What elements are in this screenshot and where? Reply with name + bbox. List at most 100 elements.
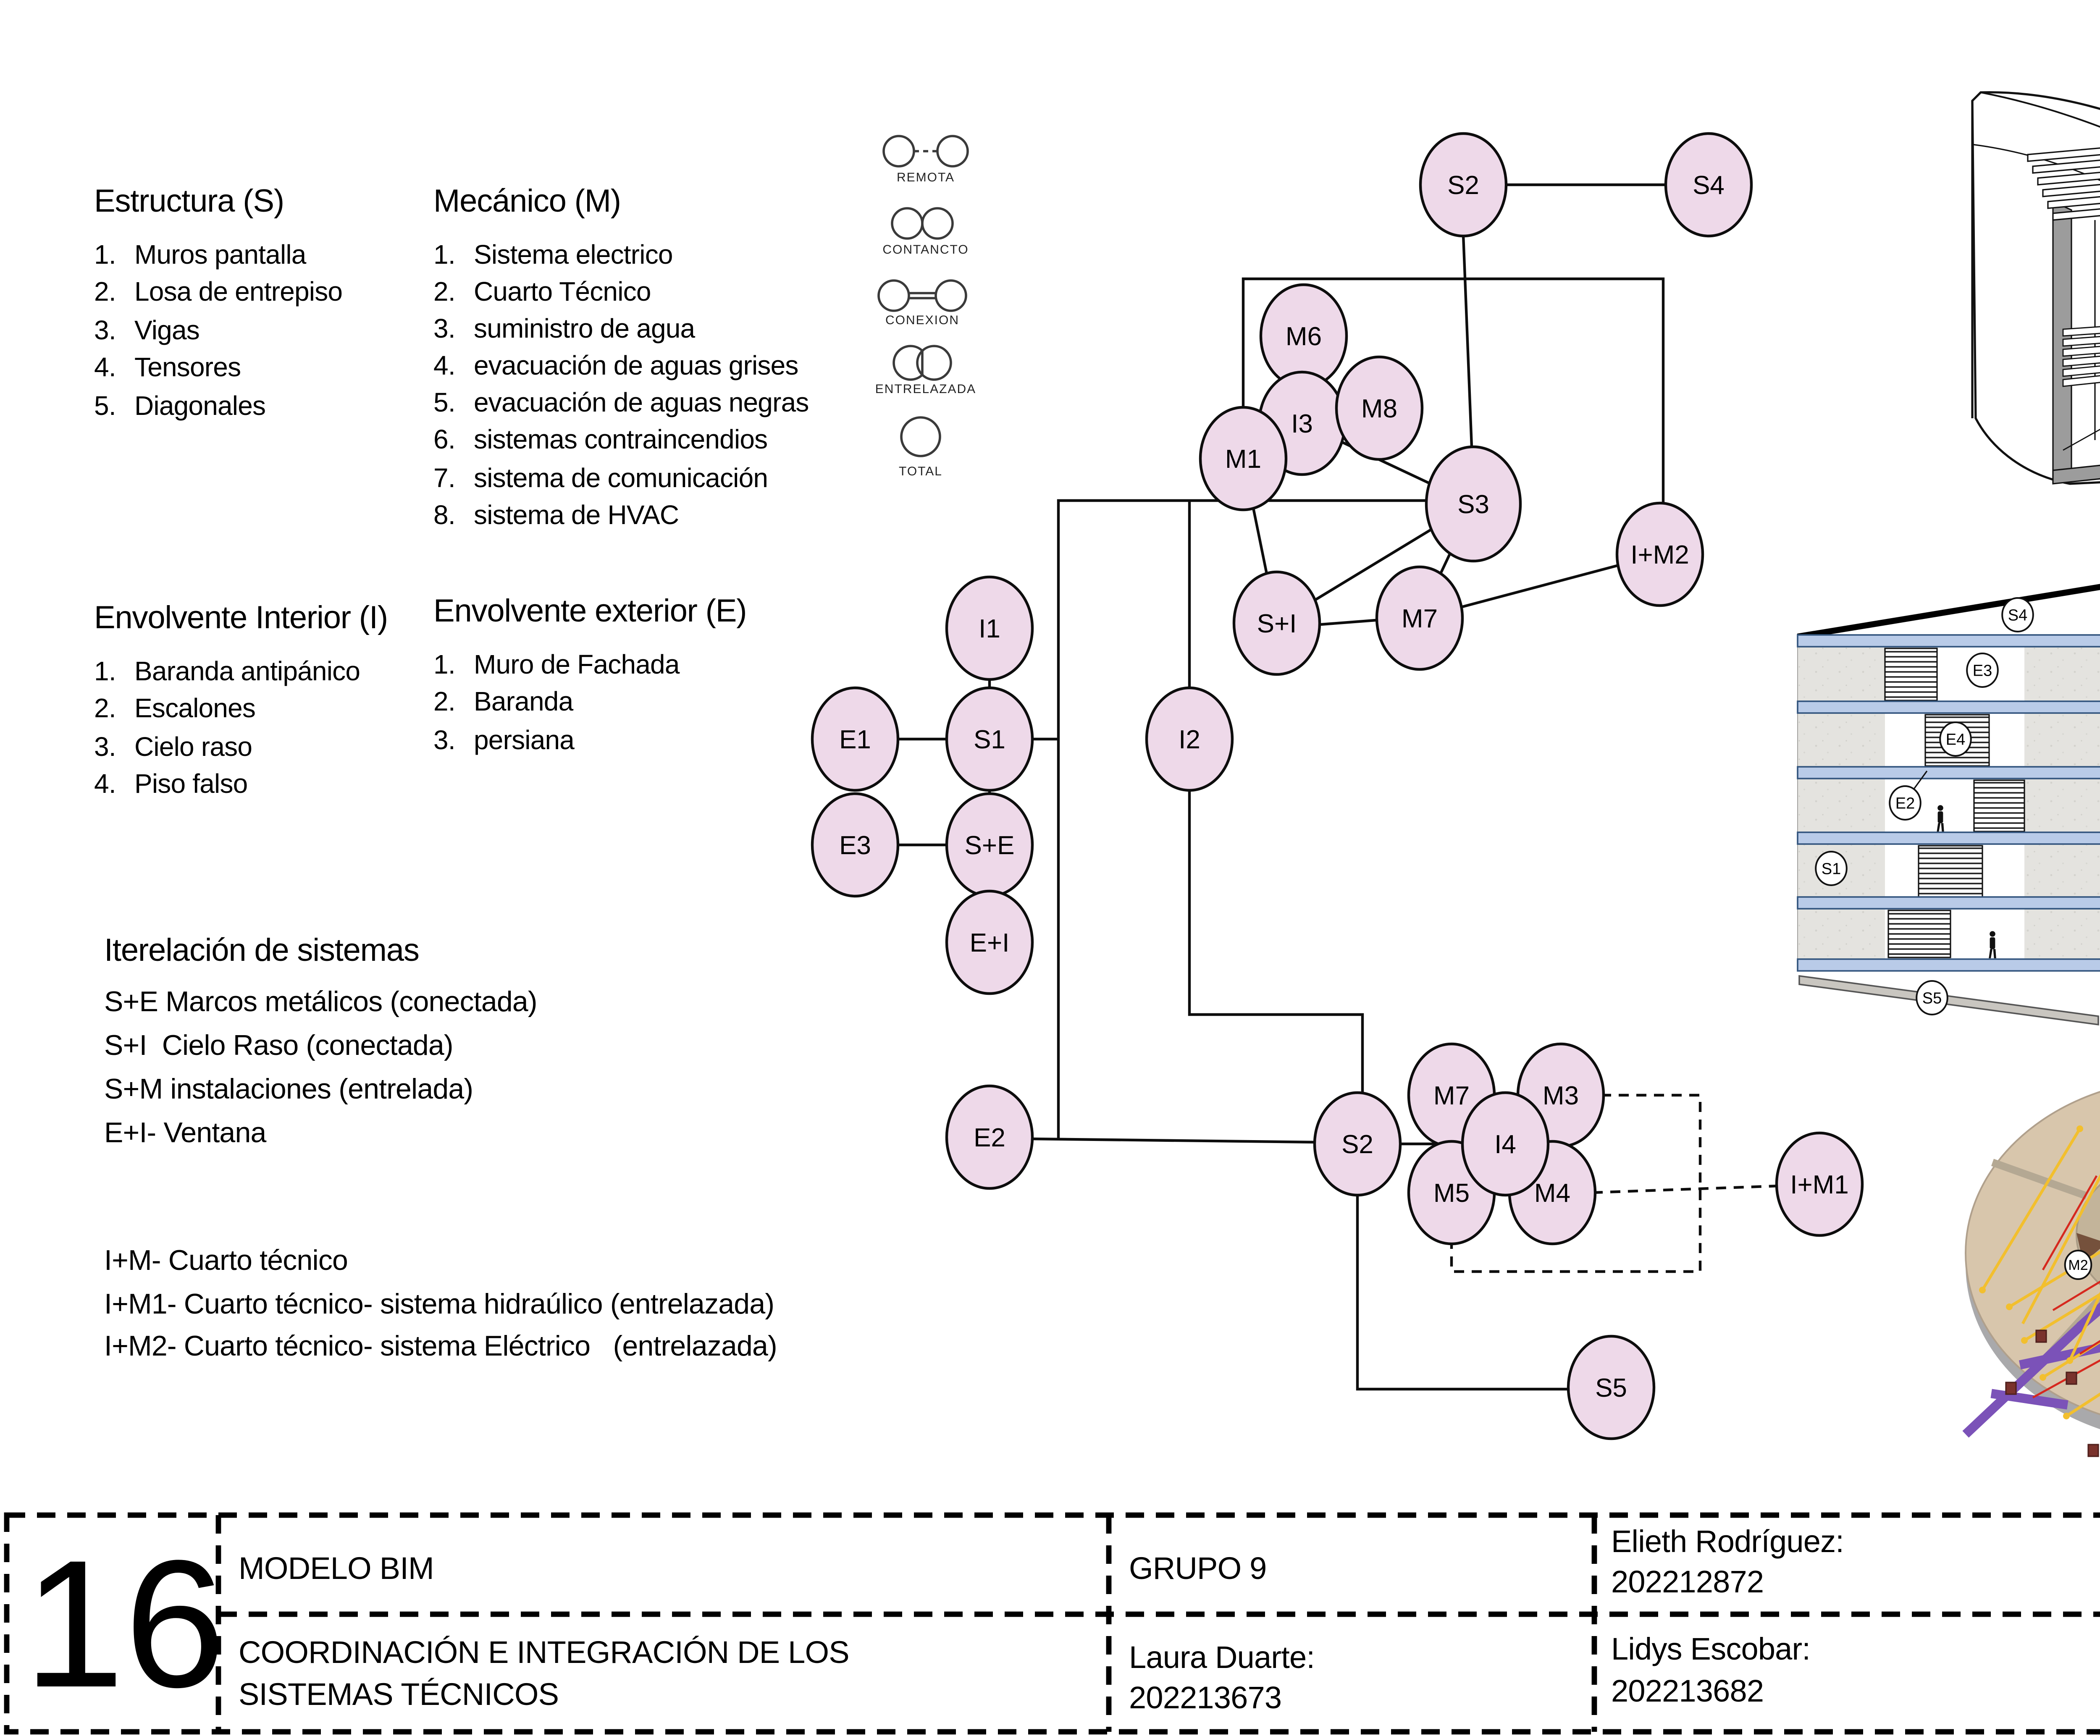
list-item: evacuación de aguas negras — [474, 390, 809, 419]
list-item: Muro de Fachada — [474, 652, 680, 680]
sheet-number: 16 — [24, 1522, 226, 1725]
svg-text:E4: E4 — [1946, 731, 1965, 749]
diagram-node-S4: S4 — [1664, 132, 1753, 238]
legend-label: CONTANCTO — [882, 243, 969, 257]
envolvente-interior-title: Envolvente Interior (I) — [94, 601, 388, 637]
diagram-node-label: S3 — [1457, 490, 1489, 519]
diagram-edge-dashed — [1450, 1094, 1702, 1273]
member1-id: 202213673 — [1129, 1680, 1282, 1715]
svg-text:S4: S4 — [2008, 607, 2027, 624]
svg-text:M2: M2 — [2068, 1257, 2088, 1273]
list-item: Piso falso — [134, 771, 248, 800]
diagram-node-S2-bottom: S2 — [1313, 1091, 1402, 1197]
diagram-node-label: S+E — [965, 831, 1015, 860]
list-item: persiana — [474, 727, 575, 756]
legend-label: ENTRELAZADA — [875, 382, 976, 396]
diagram-node-label: I1 — [979, 614, 1000, 643]
diagram-node-M8: M8 — [1335, 355, 1424, 461]
diagram-edge — [1031, 1137, 1318, 1144]
diagram-node-label: I+M1 — [1790, 1170, 1849, 1199]
list-item: Sistema electrico — [474, 242, 673, 270]
list-item: Diagonales — [134, 392, 266, 421]
diagram-node-label: S1 — [974, 725, 1005, 754]
im-notes: I+M- Cuarto técnico I+M1- Cuarto técnico… — [104, 1240, 777, 1369]
diagram-node-E-I: E+I — [945, 889, 1034, 995]
diagram-edge — [1315, 618, 1381, 627]
label-circle-E2: E2 — [1889, 785, 1922, 821]
diagram-node-S3: S3 — [1425, 445, 1522, 563]
label-circle-S4: S4 — [2001, 597, 2034, 632]
legend-label: TOTAL — [899, 464, 942, 478]
list-item: Baranda antipánico — [134, 658, 360, 687]
legend-label: CONEXION — [885, 313, 959, 327]
interrelation-line: S+E Marcos metálicos (conectada) — [104, 986, 538, 1018]
diagram-node-label: M5 — [1433, 1179, 1470, 1208]
list-item: Cielo raso — [134, 734, 252, 763]
diagram-node-I-M1: I+M1 — [1775, 1131, 1864, 1237]
legend-entrelazada-icon — [892, 345, 952, 381]
diagram-node-label: E2 — [974, 1123, 1005, 1152]
interrelation-line: S+M instalaciones (entrelada) — [104, 1073, 473, 1105]
diagram-node-label: M7 — [1433, 1081, 1470, 1110]
estructura-list: Estructura (S) Muros pantalla Losa de en… — [94, 185, 343, 427]
list-item: sistemas contraincendios — [474, 427, 768, 456]
svg-text:S5: S5 — [1922, 990, 1942, 1007]
legend-total-icon — [900, 416, 941, 457]
legend-contacto-icon — [891, 207, 954, 240]
diagram-node-label: I+M2 — [1630, 540, 1689, 569]
diagram-node-E1: E1 — [811, 686, 900, 792]
diagram-node-E2: E2 — [945, 1084, 1034, 1190]
list-item: sistema de HVAC — [474, 501, 679, 530]
interrelation-title: Iterelación de sistemas — [104, 934, 420, 969]
diagram-node-label: M6 — [1286, 322, 1322, 351]
diagram-node-label: M7 — [1402, 604, 1438, 633]
im-note-line: I+M2- Cuarto técnico- sistema Eléctrico … — [104, 1331, 777, 1363]
svg-text:S1: S1 — [1822, 860, 1841, 878]
member3-name: Lidys Escobar: — [1611, 1631, 1811, 1666]
list-item: sistema de comunicación — [474, 464, 768, 493]
circular-plan-render: M2M2M2M2 — [1962, 1091, 2100, 1457]
project-name: MODELO BIM — [239, 1550, 434, 1586]
diagram-edge — [1057, 499, 1428, 1139]
member1-name: Laura Duarte: — [1129, 1639, 1315, 1675]
diagram-node-S1: S1 — [945, 686, 1034, 792]
diagram-node-S2-top: S2 — [1419, 132, 1508, 238]
mecanico-title: Mecánico (M) — [433, 185, 621, 220]
diagram-node-S-I: S+I — [1232, 570, 1321, 676]
label-circle-S5: S5 — [1916, 980, 1948, 1015]
list-item: Escalones — [134, 696, 256, 725]
label-circle-E3: E3 — [1966, 653, 1999, 688]
legend-label: REMOTA — [897, 170, 955, 184]
diagram-node-label: I3 — [1291, 409, 1313, 438]
im-note-line: I+M1- Cuarto técnico- sistema hidraúlico… — [104, 1288, 774, 1320]
diagram-node-S-E: S+E — [945, 792, 1034, 898]
legend-icons: REMOTA CONTANCTO CONEXION ENTRELAZADA TOTAL — [875, 135, 976, 478]
plan-labels: M2M2M2M2 — [2064, 1250, 2092, 1280]
title-block-borders — [4, 1512, 2100, 1735]
diagram-node-I-M2: I+M2 — [1615, 501, 1704, 607]
list-item: suministro de agua — [474, 316, 695, 345]
svg-text:E2: E2 — [1895, 795, 1915, 813]
diagram-edge — [1242, 277, 1665, 506]
svg-text:E3: E3 — [1973, 662, 1992, 680]
interrelation-notes: Iterelación de sistemas S+E Marcos metál… — [104, 934, 538, 1156]
diagram-node-label: S2 — [1447, 171, 1479, 200]
interrelation-line: E+I- Ventana — [104, 1117, 266, 1149]
diagram-edge-dashed — [1592, 1184, 1780, 1194]
diagram-node-I1: I1 — [945, 575, 1034, 681]
diagram-node-label: S2 — [1341, 1130, 1373, 1159]
member2-id: 202212872 — [1611, 1564, 1764, 1599]
label-circle-M2: M2 — [2064, 1250, 2092, 1280]
group-label: GRUPO 9 — [1129, 1550, 1267, 1586]
diagram-node-label: E+I — [970, 928, 1010, 957]
staircase-axonometric-drawing: I1I2 — [1971, 91, 2100, 485]
section-labels: S4S1E3E4E2S1S2S5 — [1815, 597, 2034, 1015]
diagram-node-M1: M1 — [1199, 406, 1288, 511]
envolvente-exterior-list: Envolvente exterior (E) Muro de Fachada … — [433, 595, 747, 761]
list-item: Losa de entrepiso — [134, 279, 343, 308]
legend-conexion-icon — [877, 279, 967, 312]
legend-labels: REMOTA CONTANCTO CONEXION ENTRELAZADA TOTAL — [875, 170, 976, 478]
diagram-node-I2: I2 — [1145, 686, 1234, 792]
diagram-node-label: E1 — [839, 725, 871, 754]
diagram-node-label: M8 — [1361, 394, 1397, 423]
